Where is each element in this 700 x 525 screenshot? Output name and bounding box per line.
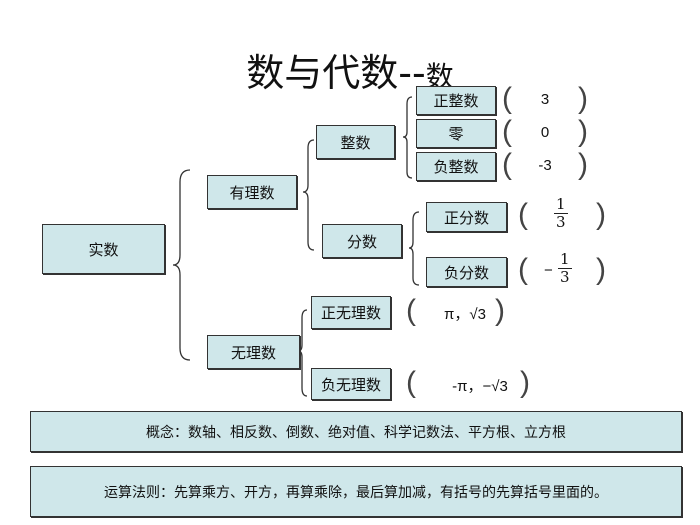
brace-rational xyxy=(302,139,315,251)
example-negative-integer: -3 xyxy=(538,157,552,174)
node-rational: 有理数 xyxy=(207,175,297,209)
node-positive-integer: 正整数 xyxy=(416,86,496,115)
node-positive-fraction: 正分数 xyxy=(426,202,507,232)
node-positive-irrational: 正无理数 xyxy=(311,296,391,329)
node-zero: 零 xyxy=(416,119,496,148)
title-main: 数与代数-- xyxy=(246,51,426,95)
node-negative-fraction: 负分数 xyxy=(426,257,507,287)
denominator: 3 xyxy=(556,213,566,231)
example-negative-fraction: 1 3 xyxy=(558,251,572,286)
brace-fraction xyxy=(408,211,420,286)
concepts-box: 概念：数轴、相反数、倒数、绝对值、科学记数法、平方根、立方根 xyxy=(30,411,682,452)
node-real: 实数 xyxy=(42,224,165,274)
example-positive-fraction: 1 3 xyxy=(554,196,568,231)
page-title: 数与代数--数 xyxy=(0,42,700,97)
numerator: 1 xyxy=(558,250,572,269)
negative-sign: − xyxy=(544,262,553,279)
node-irrational: 无理数 xyxy=(207,335,300,369)
brace-integer xyxy=(402,96,413,179)
example-positive-irrational: π，√3 xyxy=(444,306,486,323)
numerator: 1 xyxy=(554,195,568,214)
example-positive-integer: 3 xyxy=(540,91,550,108)
example-zero: 0 xyxy=(540,124,550,141)
brace-real xyxy=(172,169,191,361)
example-negative-irrational: -π，−√3 xyxy=(452,378,508,395)
rules-box: 运算法则：先算乘方、开方，再算乘除，最后算加减，有括号的先算括号里面的。 xyxy=(30,466,682,517)
node-integer: 整数 xyxy=(316,125,395,159)
node-negative-integer: 负整数 xyxy=(416,152,496,181)
node-fraction: 分数 xyxy=(322,224,402,258)
node-negative-irrational: 负无理数 xyxy=(311,368,391,400)
denominator: 3 xyxy=(560,268,570,286)
